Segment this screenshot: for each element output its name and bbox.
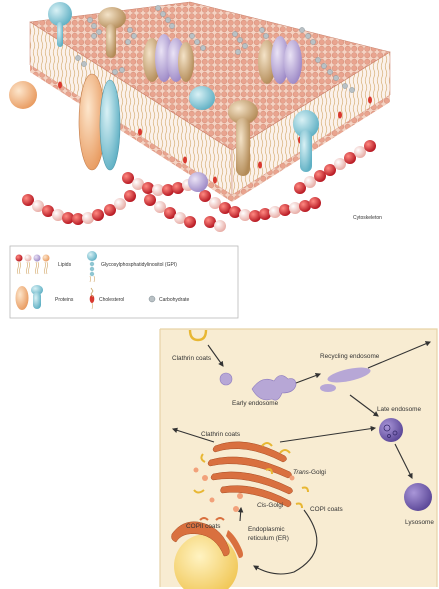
late-endosome — [379, 418, 403, 442]
legend: Lipids Glycosylphosphatidylinositol (GPI… — [10, 246, 238, 318]
copi-coats-label: COPI coats — [310, 506, 343, 513]
recycling-vesicle — [320, 384, 336, 392]
protein-tan-right-stem — [236, 118, 250, 176]
protein-blue-right-stem — [300, 130, 312, 172]
membrane-illustration: Cytoskeleton — [9, 2, 390, 232]
late-endosome-label: Late endosome — [377, 406, 422, 413]
legend-cholesterol-label: Cholesterol — [99, 297, 124, 303]
trans-golgi-rest: -Golgi — [309, 469, 326, 476]
protein-blue-mid — [189, 86, 215, 110]
trans-golgi-italic: Trans — [293, 469, 310, 476]
cis-golgi-label: Cis-Golgi — [257, 502, 283, 509]
legend-gpi-label: Glycosylphosphatidylinositol (GPI) — [101, 262, 177, 268]
protein-blue-stem-left — [57, 22, 63, 47]
trans-golgi-label: Trans-Golgi — [293, 469, 326, 476]
lysosome — [404, 483, 432, 511]
legend-lipids-label: Lipids — [58, 262, 72, 268]
cytoskeleton-label: Cytoskeleton — [353, 215, 382, 221]
protein-blue-large — [100, 80, 120, 170]
vesicle-endocytic — [220, 373, 232, 385]
copii-coats-label: COPII coats — [186, 523, 220, 530]
legend-carbohydrate-label: Carbohydrate — [159, 297, 190, 303]
trafficking-illustration: Clathrin coats Early endosome Recycling … — [160, 329, 437, 589]
clathrin-coats-top-label: Clathrin coats — [172, 355, 211, 362]
protein-orange-ball-left — [9, 81, 37, 109]
legend-proteins-label: Proteins — [55, 297, 74, 303]
er-label-line1: Endoplasmic — [248, 526, 285, 533]
early-endosome-label: Early endosome — [232, 400, 279, 407]
clathrin-coats-golgi-label: Clathrin coats — [201, 431, 240, 438]
lysosome-label: Lysosome — [405, 519, 434, 526]
legend-carbohydrate-icon — [149, 296, 155, 302]
recycling-endosome-label: Recycling endosome — [320, 353, 380, 360]
er-label-line2: reticulum (ER) — [248, 535, 289, 542]
protein-tan-top-stem — [106, 24, 116, 58]
cis-golgi-rest: -Golgi — [266, 502, 283, 509]
protein-cluster-right — [258, 36, 302, 84]
